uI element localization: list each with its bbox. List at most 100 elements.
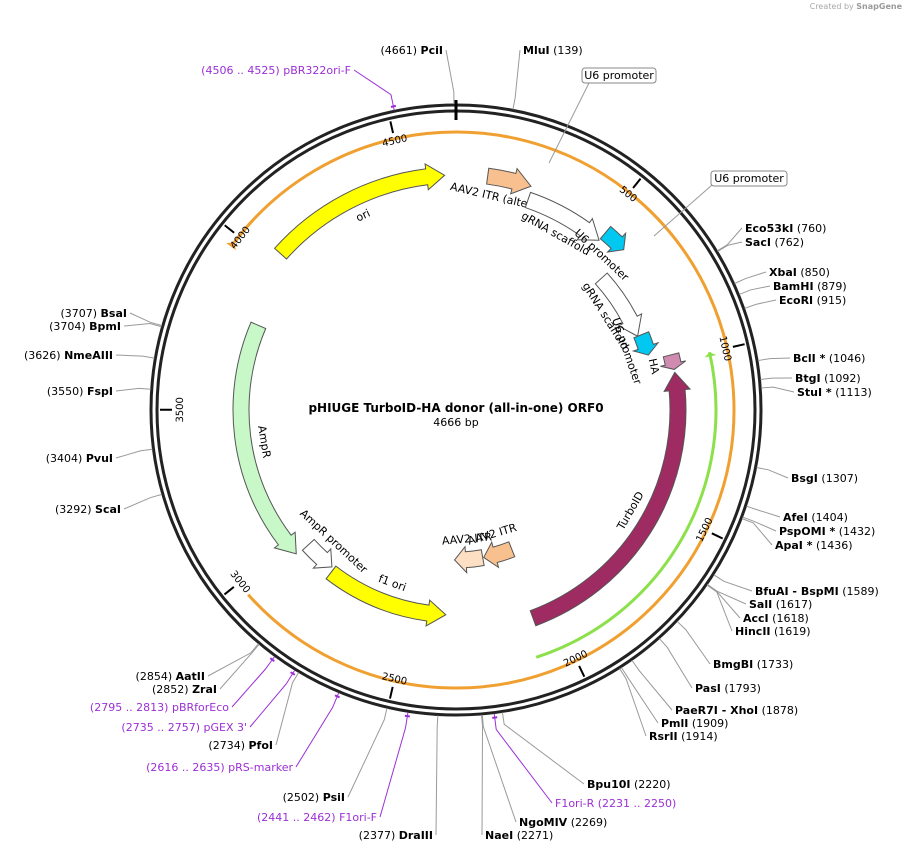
enzyme-name: EcoRI (779, 294, 813, 307)
scale-tick (632, 177, 642, 189)
primer-mark (492, 716, 498, 719)
label-leader (481, 714, 484, 836)
enzyme-position: (2502) (283, 791, 320, 804)
feature-f1-ori (325, 565, 447, 627)
enzyme-name: ApaI * (775, 539, 813, 552)
scale-tick-label: 4000 (228, 225, 252, 252)
enzyme-position: (2854) (136, 670, 173, 683)
snapgene-credit: Created by SnapGene (810, 2, 902, 11)
scale-tick (223, 586, 235, 596)
feature-u6-promoter (599, 225, 627, 253)
enzyme-name: NmeAIII (64, 349, 113, 362)
enzyme-label: (3704) BpmI (49, 320, 121, 333)
enzyme-name: DraIII (399, 829, 433, 842)
feature-label: ori (354, 207, 373, 225)
enzyme-label: BmgBI (1733) (713, 658, 793, 671)
scale-tick-label: 500 (617, 184, 639, 205)
feature-turboid (529, 371, 692, 627)
enzyme-position: (1092) (824, 372, 861, 385)
enzyme-position: (1432) (839, 525, 876, 538)
orf-arrowhead-ampr (226, 242, 236, 251)
enzyme-name: SalI (749, 598, 772, 611)
enzyme-position: (3704) (49, 320, 86, 333)
label-leader (676, 621, 711, 665)
enzyme-label: EcoRI (915) (779, 294, 846, 307)
label-leader (207, 643, 259, 677)
primer-mark (269, 657, 275, 662)
primer-range: (2616 .. 2635) (146, 761, 225, 774)
label-leader (249, 669, 296, 728)
primer-range: (2231 .. 2250) (598, 797, 677, 810)
enzyme-label: PmlI (1909) (661, 717, 728, 730)
enzyme-position: (3404) (46, 452, 83, 465)
primer-name: pBRforEco (172, 701, 229, 714)
enzyme-name: BsgI (791, 472, 818, 485)
enzyme-label: PspOMI * (1432) (779, 525, 875, 538)
scale-tick-label: 4500 (381, 133, 408, 149)
enzyme-position: (2269) (571, 816, 608, 829)
scale-tick (224, 224, 235, 234)
label-leader (275, 672, 300, 746)
label-leader (761, 386, 795, 393)
feature-label: AmpR (255, 425, 273, 460)
primer-name: pRS-marker (228, 761, 293, 774)
enzyme-position: (3292) (55, 503, 92, 516)
scale-tick (389, 121, 395, 134)
enzyme-position: (4661) (380, 44, 417, 57)
enzyme-label: (3550) FspI (47, 385, 113, 398)
enzyme-position: (1404) (811, 511, 848, 524)
label-leader (231, 656, 276, 708)
enzyme-label: NgoMIV (2269) (519, 816, 607, 829)
enzyme-name: PciI (421, 44, 443, 57)
enzyme-label: (2852) ZraI (152, 683, 217, 696)
enzyme-position: (2852) (152, 683, 189, 696)
enzyme-name: BpmI (89, 320, 121, 333)
label-leader (219, 643, 260, 690)
primer-label: (2441 .. 2462) F1ori-F (257, 811, 377, 824)
label-leader (713, 574, 753, 592)
enzyme-label: (2502) PsiI (283, 791, 345, 804)
label-leader (493, 713, 553, 804)
enzyme-name: PmlI (661, 717, 688, 730)
primer-label: (2795 .. 2813) pBRforEco (90, 701, 229, 714)
feature-aav2-itr (483, 540, 516, 569)
primer-range: (4506 .. 4525) (201, 64, 280, 77)
enzyme-position: (1909) (692, 717, 729, 730)
label-leader (619, 668, 647, 737)
feature-ampr (232, 321, 297, 555)
enzyme-name: PaeR7I - XhoI (675, 704, 758, 717)
enzyme-label: AccI (1618) (743, 612, 809, 625)
label-leader (706, 584, 741, 619)
enzyme-label: MluI (139) (523, 44, 583, 57)
enzyme-name: PasI (695, 682, 721, 695)
label-leader (512, 49, 521, 110)
enzyme-label: (3626) NmeAIII (24, 349, 113, 362)
label-leader (757, 357, 791, 362)
enzyme-name: XbaI (769, 266, 797, 279)
primer-name: pBR322ori-F (283, 64, 351, 77)
u6-promoter-callout-2: U6 promoter (653, 170, 788, 237)
label-leader-lines (115, 49, 795, 836)
enzyme-label: XbaI (850) (769, 266, 830, 279)
enzyme-position: (3626) (24, 349, 61, 362)
orf-arc-turboid (535, 351, 718, 659)
enzyme-name: ZraI (192, 683, 217, 696)
enzyme-name: ScaI (95, 503, 121, 516)
enzyme-position: (3550) (47, 385, 84, 398)
enzyme-label: NaeI (2271) (485, 829, 553, 842)
plasmid-length: 4666 bp (433, 416, 478, 429)
enzyme-label: HincII (1619) (735, 625, 811, 638)
scale-tick-label: 2500 (381, 671, 408, 687)
credit-brand: SnapGene (856, 2, 902, 11)
enzyme-position: (1589) (842, 585, 879, 598)
primer-label: (2735 .. 2757) pGEX 3' (121, 721, 247, 734)
scale-tick (389, 686, 394, 699)
enzyme-position: (760) (797, 222, 827, 235)
scale-tick (578, 665, 586, 678)
label-leader (123, 493, 163, 510)
enzyme-position: (1733) (757, 658, 794, 671)
feature-aav2-itr-alternate (486, 167, 532, 195)
enzyme-label: RsrII (1914) (649, 730, 718, 743)
label-leader (744, 299, 777, 309)
